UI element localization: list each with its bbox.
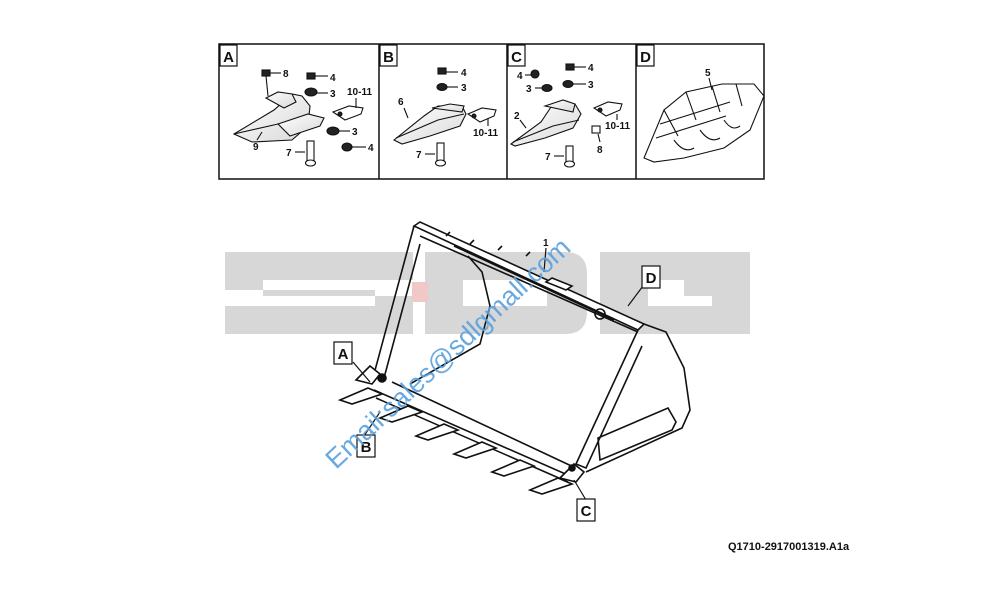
- callout-a: A: [338, 346, 349, 363]
- callout-boxes: [333, 265, 661, 522]
- panel-b-part-3: 3: [461, 83, 467, 94]
- panel-c-part-labels: 4 4 3 3 2 10-11 8 7: [514, 63, 630, 163]
- bucket-drawing: [337, 221, 691, 495]
- panel-d-letter: D: [640, 49, 651, 66]
- panel-b-drawing: [392, 67, 497, 167]
- callout-leaders: [352, 247, 644, 501]
- panel-b-part-6: 6: [398, 97, 404, 108]
- panel-c-letter: C: [511, 49, 522, 66]
- panel-c-part-4-left: 4: [517, 71, 523, 82]
- panel-b-part-7: 7: [416, 150, 422, 161]
- panel-a-part-10-11: 10-11: [347, 87, 372, 98]
- bucket-part-1: 1: [543, 238, 549, 249]
- panel-b-part-labels: 4 3 6 10-11 7: [398, 68, 498, 161]
- panel-a-part-4-low: 4: [368, 143, 374, 154]
- panel-b-letter: B: [383, 49, 394, 66]
- panel-a-letter: A: [223, 49, 234, 66]
- panel-b-part-4: 4: [461, 68, 467, 79]
- panel-d-drawing: [643, 77, 765, 163]
- detail-panels: [218, 43, 765, 180]
- panel-a-part-8: 8: [283, 69, 289, 80]
- panel-a-part-9: 9: [253, 142, 259, 153]
- logo-red-mark: [412, 282, 428, 302]
- callout-d: D: [646, 270, 657, 287]
- panel-letter-boxes: [219, 44, 655, 67]
- panel-c-part-3-right: 3: [588, 80, 594, 91]
- panel-a-part-3-top: 3: [330, 89, 336, 100]
- callout-c: C: [581, 503, 592, 520]
- panel-c-part-7: 7: [545, 152, 551, 163]
- drawing-number: Q1710-2917001319.A1a: [728, 541, 850, 553]
- panel-a-part-labels: 8 4 3 10-11 3 4 9 7: [253, 69, 374, 159]
- panel-c-part-4-right: 4: [588, 63, 594, 74]
- panel-a-drawing: [232, 69, 366, 167]
- panel-c-drawing: [509, 63, 623, 168]
- panel-c-part-8: 8: [597, 145, 603, 156]
- panel-c-part-10-11: 10-11: [605, 121, 630, 132]
- panel-a-part-4-top: 4: [330, 73, 336, 84]
- panel-c-part-2: 2: [514, 111, 520, 122]
- callout-b: B: [361, 439, 372, 456]
- panel-a-part-3-low: 3: [352, 127, 358, 138]
- panel-b-part-10-11: 10-11: [473, 128, 498, 139]
- panel-c-part-3-left: 3: [526, 84, 532, 95]
- panel-a-part-7: 7: [286, 148, 292, 159]
- panel-d-part-5: 5: [705, 68, 711, 79]
